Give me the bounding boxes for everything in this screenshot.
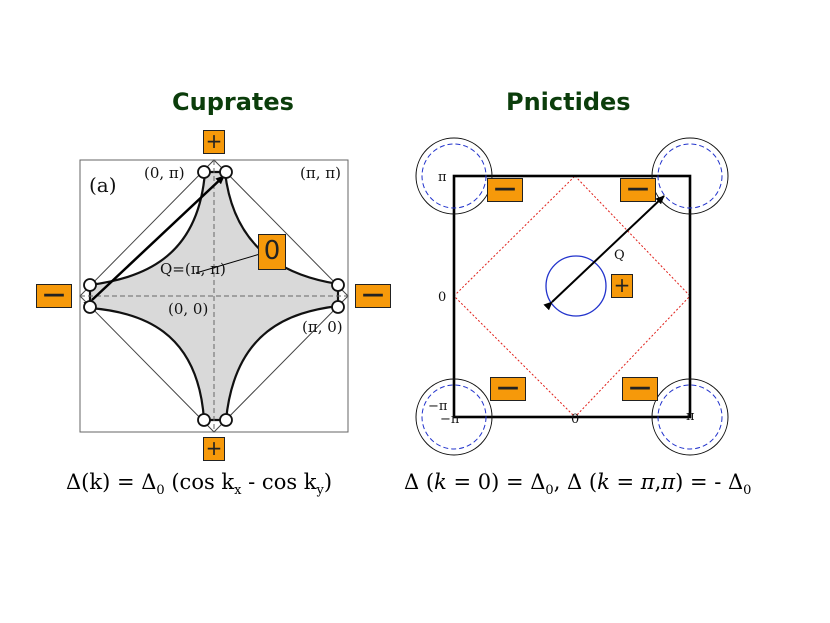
cuprates-badge-left: — [36,284,72,308]
label-pi-zero: (π, 0) [302,318,343,336]
pnictides-badge-top-right: — [620,178,656,202]
pnictides-badge-center: + [611,274,633,298]
pnictides-panel: π 0 −π −π 0 π Q [415,137,729,456]
label-pi-pi: (π, π) [300,164,341,182]
hotspot-right-top [331,278,345,292]
cuprates-badge-top: + [203,130,225,154]
panel-label: (a) [89,173,117,197]
hotspot-left-top [83,278,97,292]
cuprates-q-vector [83,175,225,309]
label-neg-pi-left: −π [428,399,448,414]
hotspot-top-left [197,165,211,179]
corner-pocket-top-left [415,137,493,215]
label-origin: (0, 0) [168,300,208,318]
pnictides-badge-top-left: — [487,178,523,202]
cuprates-gap-formula: Δ(k) = Δ0 (cos kx - cos ky) [66,470,333,499]
hotspot-top-right [219,165,233,179]
cuprates-panel: (a) (0, π) (π, π) Q=(π, π) (0, 0) (π, 0) [79,159,349,433]
hotspot-bottom-left [197,413,211,427]
hotspot-right-bottom [331,300,345,314]
cuprates-badge-center: 0 [258,234,286,270]
label-zero-left: 0 [438,290,446,305]
cuprates-zero-pointer [195,253,261,274]
label-pi-left: π [438,170,447,185]
center-hole-pocket [545,255,607,317]
pnictides-q-vector [543,195,665,311]
pnictides-badge-bottom-right: — [622,377,658,401]
hotspot-left-bottom [83,300,97,314]
brillouin-zone-square [452,174,692,419]
label-q: Q [614,248,625,263]
corner-pocket-bottom-left [415,378,493,456]
pnictides-badge-bottom-left: — [490,377,526,401]
pnictides-gap-formula: Δ (k = 0) = Δ0, Δ (k = π,π) = - Δ0 [404,470,752,499]
cuprates-badge-right: — [355,284,391,308]
cuprates-badge-bottom: + [203,437,225,461]
label-neg-pi-bottom: −π [440,412,460,427]
hotspot-bottom-right [219,413,233,427]
label-q-vector: Q=(π, π) [160,260,226,278]
corner-pocket-top-right [651,137,729,215]
label-zero-bottom: 0 [571,412,579,427]
corner-pocket-bottom-right [651,378,729,456]
cuprates-title: Cuprates [172,88,294,116]
pnictides-title: Pnictides [506,88,631,116]
label-zero-pi: (0, π) [144,164,185,182]
label-pi-bottom: π [686,409,695,424]
